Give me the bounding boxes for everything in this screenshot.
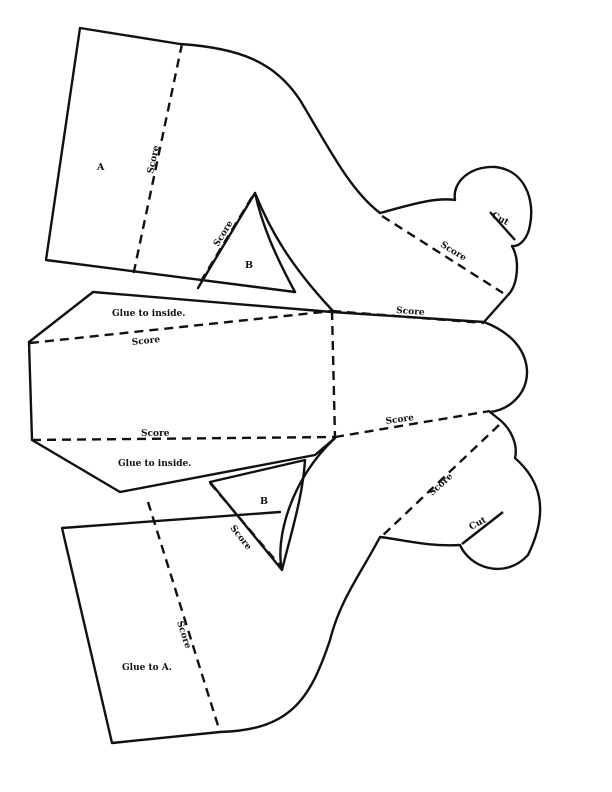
cut-line-lower bbox=[461, 511, 504, 545]
score-line-diagonal-lower bbox=[31, 435, 336, 442]
score-line-lower-toe bbox=[379, 424, 500, 539]
label-score-center-upper: Score bbox=[396, 306, 425, 318]
score-line-center-upper bbox=[331, 309, 485, 325]
score-line-upper-flap bbox=[196, 196, 254, 287]
label-cut-upper: Cut bbox=[490, 211, 511, 229]
label-score-lower-flap: Score bbox=[228, 524, 254, 553]
score-line-upper-toe bbox=[381, 214, 504, 295]
label-flap-b-lower: B bbox=[260, 496, 268, 507]
upper-panel-outline bbox=[44, 26, 542, 745]
label-score-upper-vertical: Score bbox=[146, 144, 162, 174]
label-score-lower-toe: Score bbox=[427, 472, 455, 499]
upper-flap-b-edge bbox=[253, 191, 297, 294]
lower-flap-b-outline bbox=[208, 458, 307, 572]
label-glue-to-inside-lower: Glue to inside. bbox=[118, 459, 191, 469]
center-band-outline bbox=[27, 290, 486, 494]
cut-line-upper bbox=[489, 211, 516, 241]
label-score-diagonal-lower: Score bbox=[141, 429, 170, 439]
score-line-center-lower bbox=[334, 409, 491, 439]
score-line-upper-vertical bbox=[131, 43, 184, 277]
label-score-diagonal-upper: Score bbox=[131, 335, 161, 348]
score-line-center-vertical bbox=[330, 310, 337, 439]
score-line-lower-flap bbox=[209, 482, 283, 569]
label-flap-b-upper: B bbox=[245, 260, 253, 271]
lower-flap-b-edge bbox=[279, 436, 337, 572]
score-line-lower-vertical bbox=[146, 501, 222, 733]
label-panel-a: A bbox=[96, 162, 105, 173]
label-glue-to-inside-upper: Glue to inside. bbox=[112, 309, 185, 319]
label-score-center-lower: Score bbox=[385, 413, 415, 427]
score-line-diagonal-upper bbox=[29, 309, 333, 345]
label-glue-to-a: Glue to A. bbox=[122, 663, 172, 673]
